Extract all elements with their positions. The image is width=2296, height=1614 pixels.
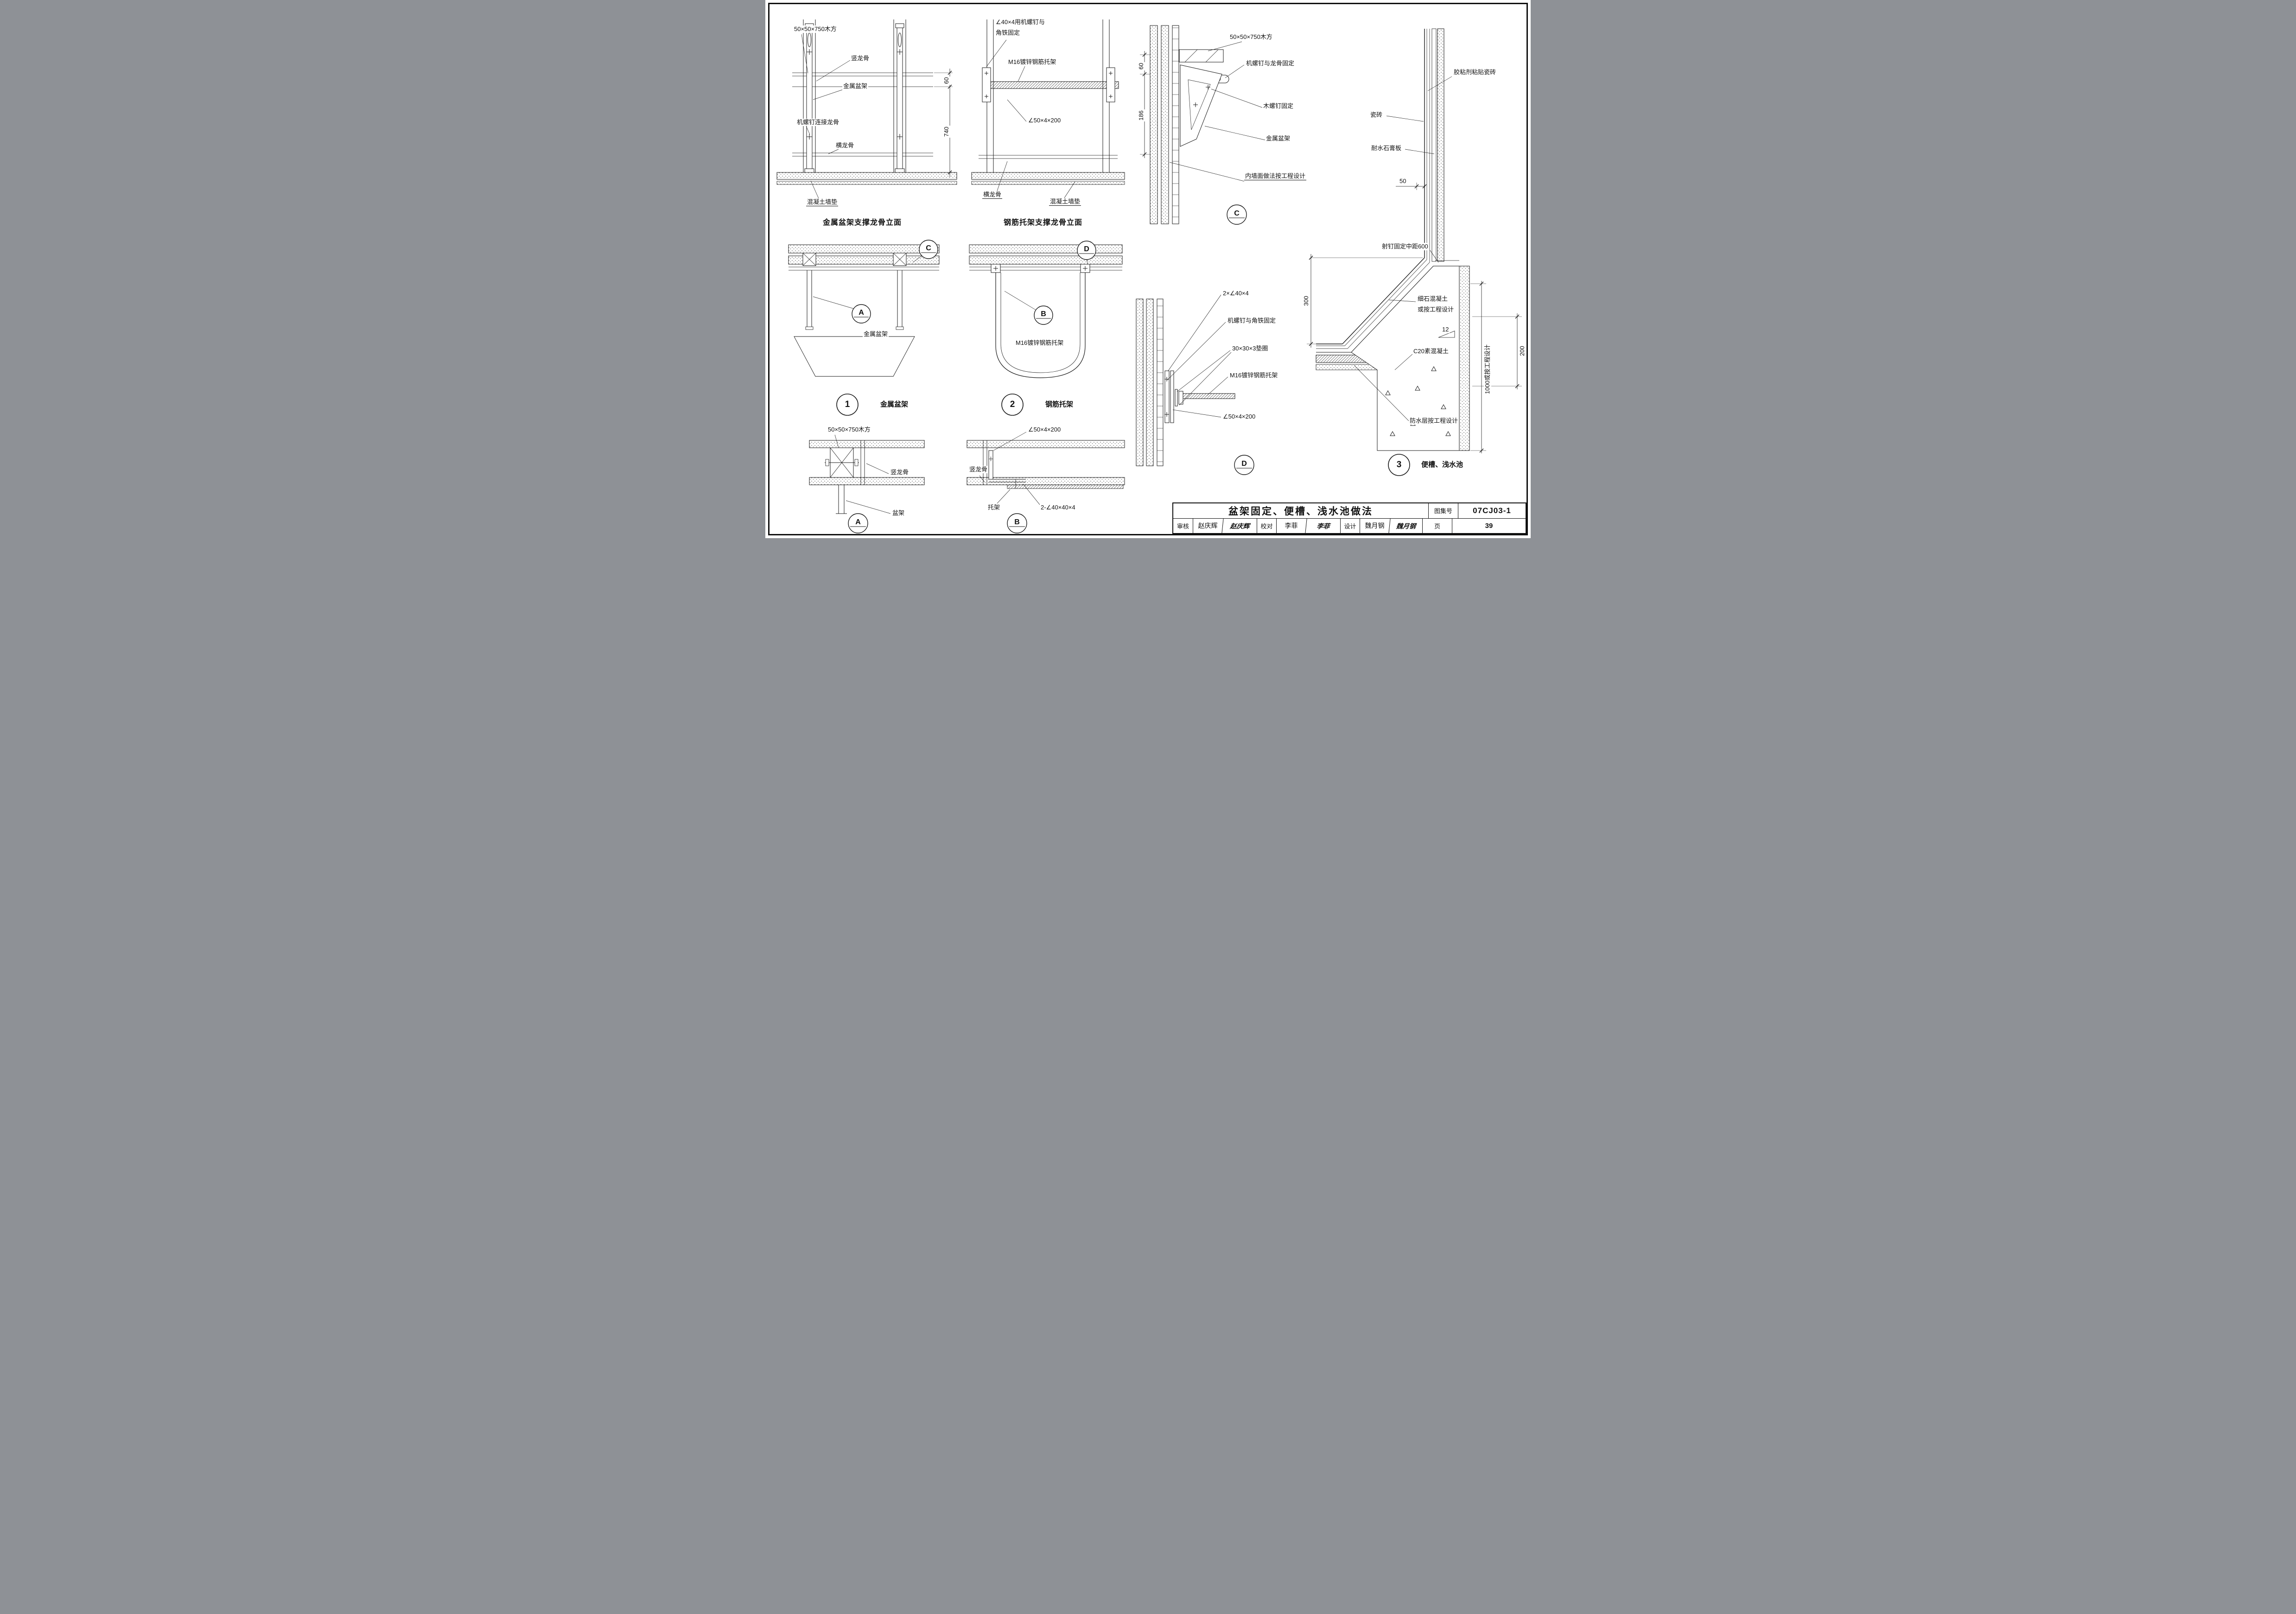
p2-bracket-label: M16镀锌钢筋托架 — [1015, 339, 1065, 347]
elevation-basin-linework — [776, 19, 957, 199]
e1-wood-block-label: 50×50×750木方 — [793, 25, 838, 33]
e1-vertical-keel-label: 竖龙骨 — [850, 55, 871, 62]
t-dim-300: 300 — [1303, 295, 1310, 307]
p1-basin-frame-label: 金属盆架 — [863, 330, 889, 338]
e2-bracket-label: M16镀锌钢筋托架 — [1007, 58, 1057, 66]
title-row: 盆架固定、便槽、浅水池做法 图集号 07CJ03-1 — [1173, 503, 1526, 518]
e2-angle-fix-label-line1: ∠40×4用机螺钉与 — [995, 19, 1046, 26]
proof-name: 李菲 — [1276, 518, 1306, 533]
sheet-title: 盆架固定、便槽、浅水池做法 — [1228, 506, 1373, 517]
b-bracket-label: 托架 — [987, 504, 1001, 511]
a-vertical-keel-label: 竖龙骨 — [890, 469, 910, 476]
e1-dim-60: 60 — [943, 76, 950, 85]
atlas-number: 07CJ03-1 — [1458, 503, 1526, 518]
d-machine-screw-label: 机螺钉与角铁固定 — [1227, 317, 1277, 324]
p1-number-mark: 1 — [845, 400, 850, 409]
atlas-number-label: 图集号 — [1428, 503, 1458, 518]
t-nail-fixing-label: 射钉固定中距600 — [1381, 243, 1429, 250]
e2-angle-size-label: ∠50×4×200 — [1027, 117, 1062, 124]
c-wood-block-label: 50×50×750木方 — [1229, 33, 1273, 41]
t-dim-50: 50 — [1399, 178, 1407, 185]
drawing-linework — [776, 19, 1522, 534]
c-dim-60: 60 — [1138, 62, 1145, 70]
a-basin-frame-label: 盆架 — [891, 509, 906, 517]
detail-d-linework — [1136, 294, 1254, 475]
a-wood-block-label: 50×50×750木方 — [827, 426, 871, 433]
plan-bracket-linework — [969, 241, 1123, 416]
proof-signature: 李菲 — [1305, 518, 1341, 533]
b-angle-size-label: ∠50×4×200 — [1027, 426, 1062, 433]
e1-concrete-pad-label: 混凝土墙垫 — [806, 198, 839, 206]
e1-caption: 金属盆架支撑龙骨立面 — [823, 219, 902, 227]
t-fine-concrete-label-line1: 细石混凝土 — [1417, 295, 1449, 303]
detail-b-linework — [967, 432, 1125, 534]
t-number-mark: 3 — [1396, 460, 1402, 470]
review-name: 赵庆辉 — [1193, 518, 1222, 533]
review-signature: 赵庆辉 — [1221, 518, 1258, 533]
signature-row: 审核 赵庆辉 赵庆辉 校对 李菲 李菲 设计 魏月钢 魏月钢 页 39 — [1173, 518, 1526, 533]
trough-section-linework — [1307, 28, 1522, 476]
t-tile-label: 瓷砖 — [1369, 111, 1384, 119]
b-detail-mark: B — [1014, 518, 1020, 526]
p1-caption: 金属盆架 — [880, 400, 909, 408]
t-waterproof-label: 防水层按工程设计 — [1409, 417, 1459, 425]
p1-detail-mark-a: A — [859, 308, 864, 317]
c-machine-screw-label: 机螺钉与龙骨固定 — [1245, 60, 1296, 67]
elevation-bracket-linework — [971, 19, 1125, 198]
e1-horizontal-keel-label: 横龙骨 — [835, 142, 855, 149]
design-name: 魏月钢 — [1360, 518, 1389, 533]
e1-basin-frame-label: 金属盆架 — [842, 83, 869, 90]
c-wall-finish-label: 内墙面做法按工程设计 — [1244, 172, 1307, 180]
t-slope-12-label: 12 — [1441, 326, 1450, 333]
t-dim-200: 200 — [1519, 345, 1526, 357]
d-double-angle-label: 2×∠40×4 — [1222, 290, 1250, 297]
e2-angle-fix-label-line2: 角铁固定 — [995, 29, 1021, 37]
b-vertical-keel-label: 竖龙骨 — [968, 466, 989, 473]
design-signature: 魏月钢 — [1388, 518, 1423, 533]
e2-caption: 钢筋托架支撑龙骨立面 — [1004, 219, 1083, 227]
e1-dim-740: 740 — [943, 126, 950, 138]
d-rod-bracket-label: M16镀锌钢筋托架 — [1229, 372, 1279, 379]
b-double-angle-label: 2-∠40×40×4 — [1040, 504, 1076, 511]
a-detail-mark: A — [855, 518, 861, 526]
c-basin-frame-label: 金属盆架 — [1265, 135, 1291, 142]
p2-section-mark-d: D — [1084, 245, 1089, 253]
plan-basin-linework — [788, 240, 940, 416]
c-dim-186: 186 — [1138, 109, 1145, 121]
t-c20-concrete-label: C20素混凝土 — [1412, 348, 1450, 355]
t-tile-adhesive-label: 胶粘剂粘贴瓷砖 — [1453, 69, 1497, 76]
d-washer-label: 30×30×3垫圈 — [1231, 345, 1269, 352]
p2-detail-mark-b: B — [1041, 310, 1046, 318]
d-angle-size-label: ∠50×4×200 — [1222, 413, 1257, 420]
e2-concrete-pad-label: 混凝土墙垫 — [1049, 198, 1081, 206]
review-label: 审核 — [1177, 522, 1189, 530]
drawing-sheet: 50×50×750木方 竖龙骨 金属盆架 机螺钉连接龙骨 横龙骨 混凝土墙垫 金… — [765, 0, 1531, 538]
p2-caption: 钢筋托架 — [1045, 400, 1074, 408]
detail-a-linework — [809, 434, 925, 534]
page-number: 39 — [1452, 518, 1526, 533]
p2-number-mark: 2 — [1010, 400, 1015, 409]
d-detail-mark: D — [1241, 459, 1247, 468]
t-gypsum-board-label: 耐水石膏板 — [1370, 145, 1403, 152]
proof-label: 校对 — [1257, 518, 1276, 533]
e2-horizontal-keel-label: 横龙骨 — [982, 191, 1003, 199]
design-label: 设计 — [1340, 518, 1360, 533]
t-caption: 便槽、浅水池 — [1421, 461, 1463, 469]
detail-c-linework — [1140, 25, 1266, 225]
title-block: 盆架固定、便槽、浅水池做法 图集号 07CJ03-1 审核 赵庆辉 赵庆辉 校对… — [1172, 502, 1526, 534]
c-detail-mark: C — [1234, 209, 1240, 217]
e1-screw-label: 机螺钉连接龙骨 — [796, 119, 840, 126]
p1-section-mark-c: C — [926, 244, 931, 252]
t-fine-concrete-label-line2: 或按工程设计 — [1417, 306, 1455, 313]
page-label: 页 — [1422, 518, 1452, 533]
c-wood-screw-label: 木螺钉固定 — [1262, 102, 1295, 110]
t-dim-1000: 1000或按工程设计 — [1484, 343, 1491, 395]
